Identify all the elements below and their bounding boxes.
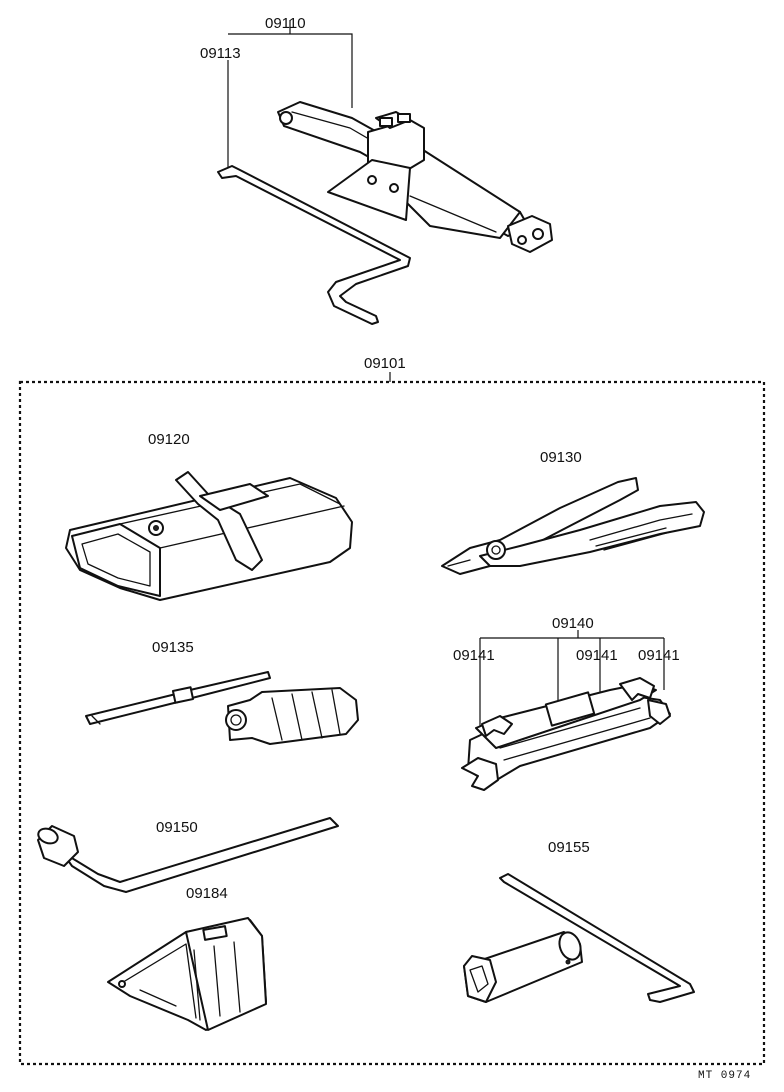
tool-set-boundary (18, 380, 766, 1066)
wrench-set-label: 09140 (552, 615, 594, 632)
wrench-set (461, 677, 671, 791)
jack-handle-label: 09113 (200, 45, 241, 62)
chock-block-label: 09184 (186, 885, 228, 902)
jack-assembly-label: 09110 (265, 15, 306, 32)
pliers-label: 09130 (540, 449, 582, 466)
wrench-left-label: 09141 (453, 647, 495, 664)
tool-bag (65, 471, 353, 601)
screwdriver-label: 09135 (152, 639, 194, 656)
wrench-right-label: 09141 (638, 647, 680, 664)
jack-handle (217, 165, 411, 325)
scissor-jack (277, 101, 553, 253)
lug-wrench (37, 817, 339, 893)
screwdriver-handle (225, 687, 359, 745)
spark-plug-wrench-bar (499, 873, 695, 1003)
spark-plug-wrench-label: 09155 (548, 839, 590, 856)
screwdriver-bit (85, 671, 271, 725)
chock-block (107, 917, 267, 1031)
tool-bag-label: 09120 (148, 431, 190, 448)
tool-set-label: 09101 (364, 355, 406, 372)
lug-wrench-label: 09150 (156, 819, 198, 836)
pliers (441, 477, 705, 575)
wrench-middle-label: 09141 (576, 647, 618, 664)
spark-plug-socket (463, 931, 583, 1003)
drawing-code: MT 0974 (698, 1070, 751, 1082)
